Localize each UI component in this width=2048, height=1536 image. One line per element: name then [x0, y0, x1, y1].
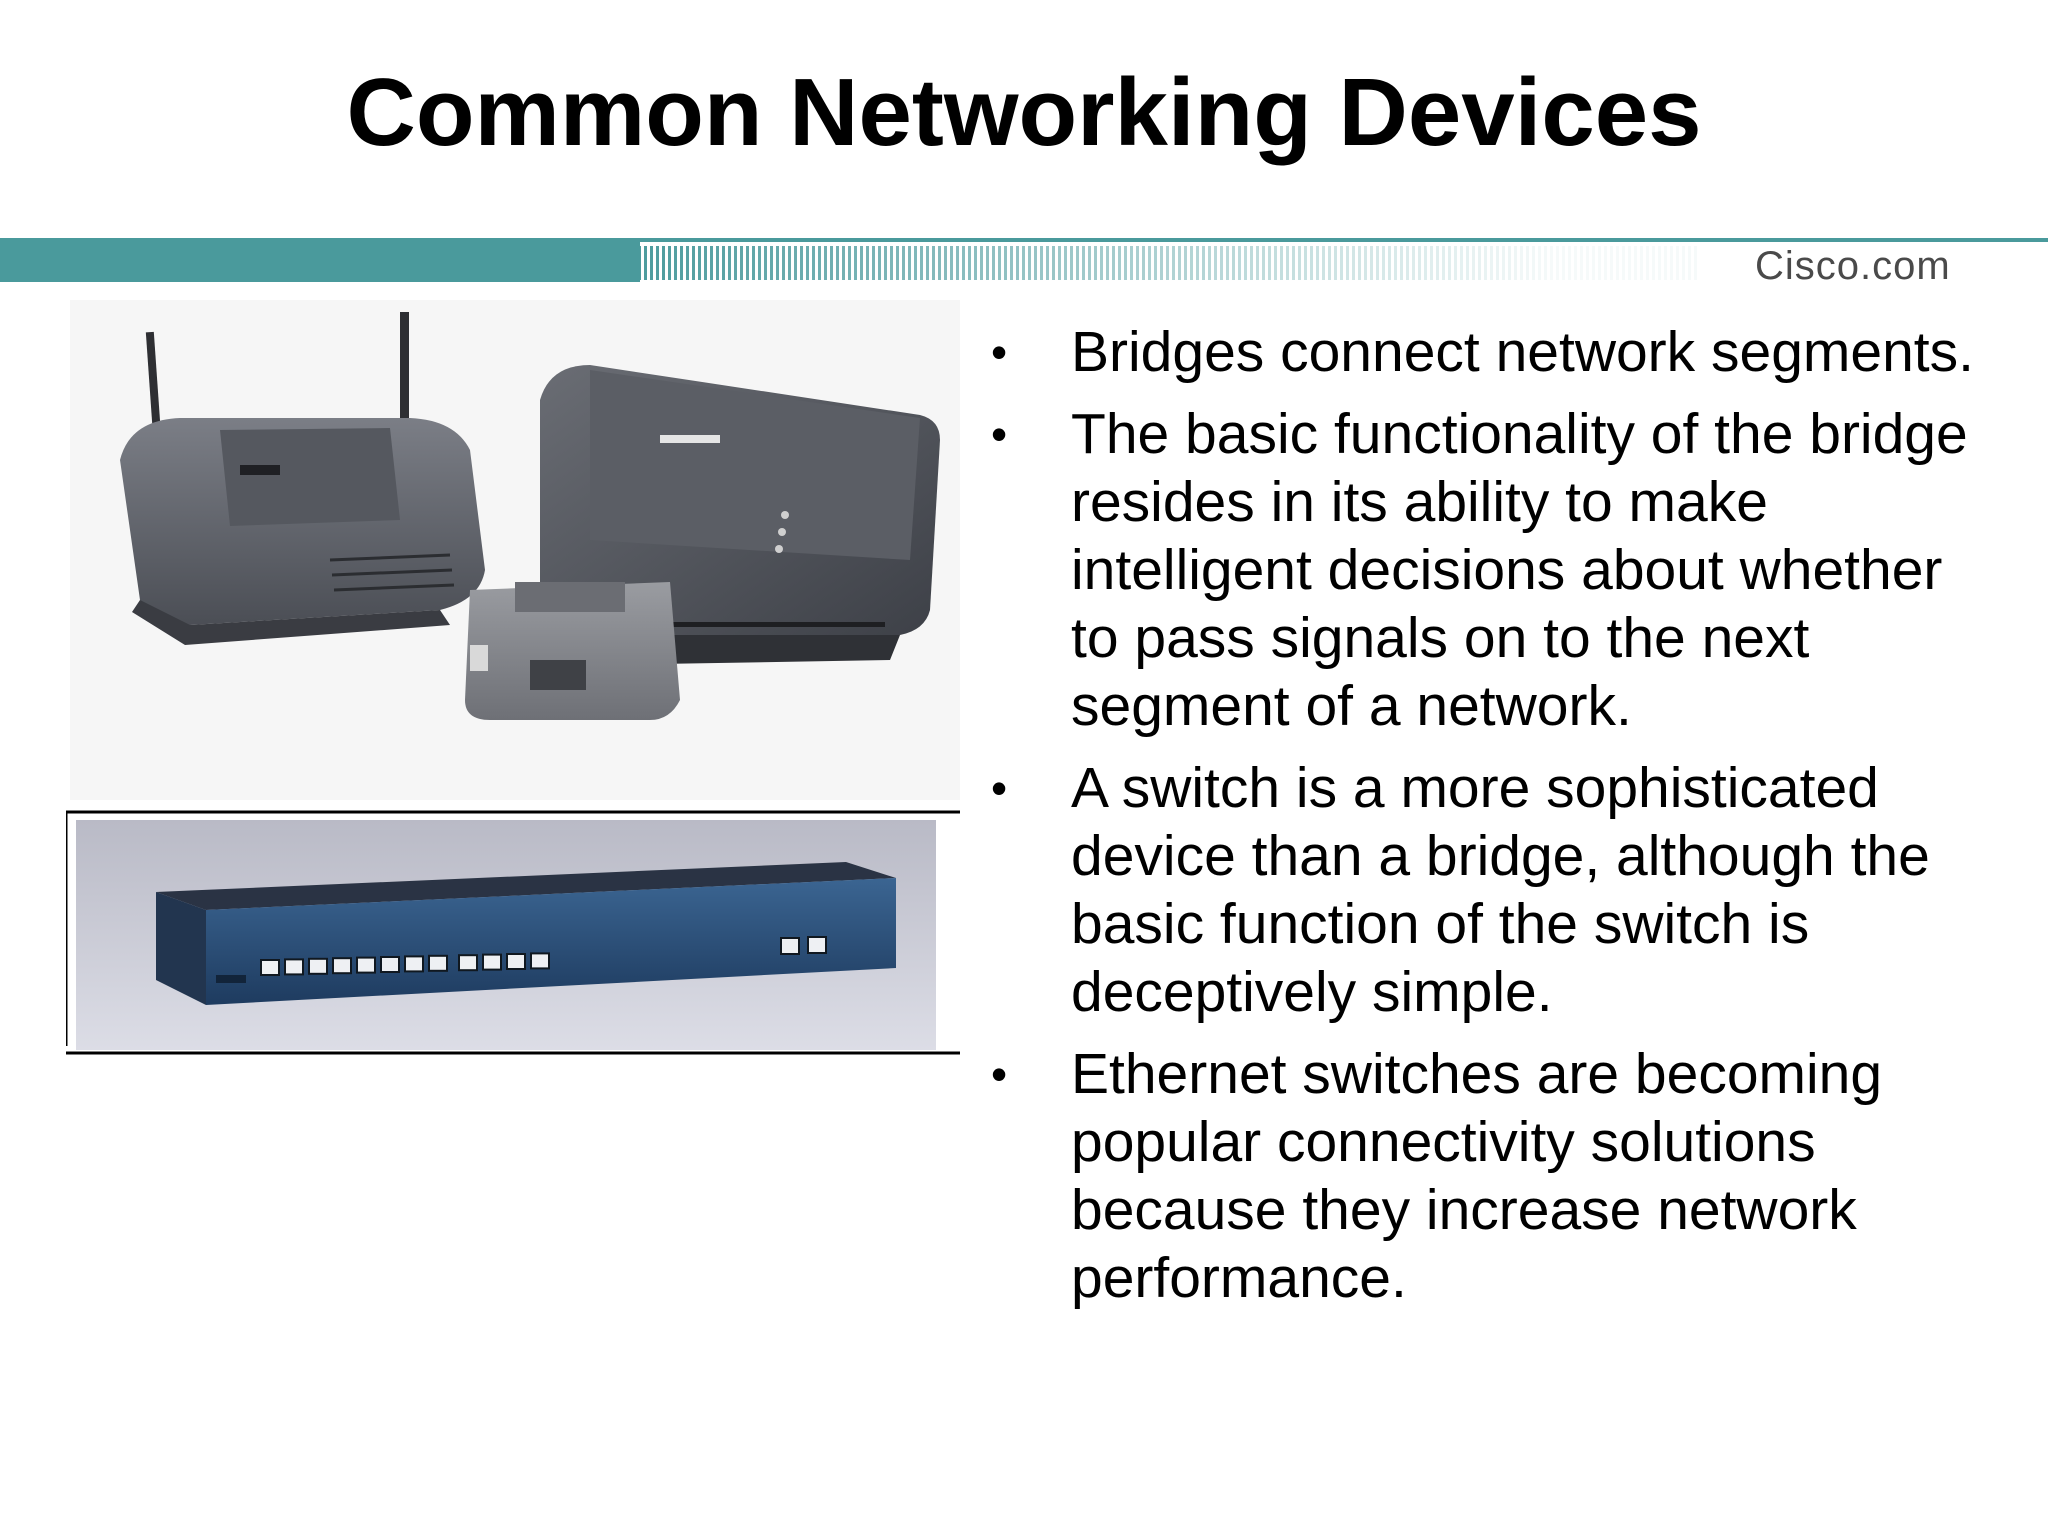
- bullet-text: The basic functionality of the bridge re…: [1071, 402, 1968, 738]
- cisco-brand-text: Cisco.com: [1755, 244, 1951, 288]
- bullet-list: • Bridges connect network segments. • The …: [985, 318, 2005, 1326]
- bullet-marker: •: [991, 762, 1008, 814]
- bullet-text: Ethernet switches are becoming popular c…: [1071, 1042, 1883, 1310]
- bullet-item: • Bridges connect network segments.: [985, 318, 2005, 386]
- wireless-devices-photo: [70, 300, 960, 800]
- bullet-text: Bridges connect network segments.: [1071, 320, 1974, 384]
- ethernet-switch-photo: [64, 810, 960, 1056]
- bullet-item: • The basic functionality of the bridge r…: [985, 400, 2005, 740]
- header-band: [0, 238, 2048, 286]
- switch-chassis-icon: [156, 862, 896, 1005]
- bullet-marker: •: [991, 408, 1008, 460]
- bridge-device-icon: [532, 365, 940, 665]
- bullet-text: A switch is a more sophisticated device …: [1071, 756, 1930, 1024]
- bullet-marker: •: [991, 1048, 1008, 1100]
- bullet-marker: •: [991, 326, 1008, 378]
- bullet-item: • A switch is a more sophisticated device…: [985, 754, 2005, 1026]
- bullet-item: • Ethernet switches are becoming popular …: [985, 1040, 2005, 1312]
- slide-title: Common Networking Devices: [346, 59, 1702, 166]
- access-point-icon: [120, 312, 485, 645]
- network-adapter-icon: [465, 582, 680, 720]
